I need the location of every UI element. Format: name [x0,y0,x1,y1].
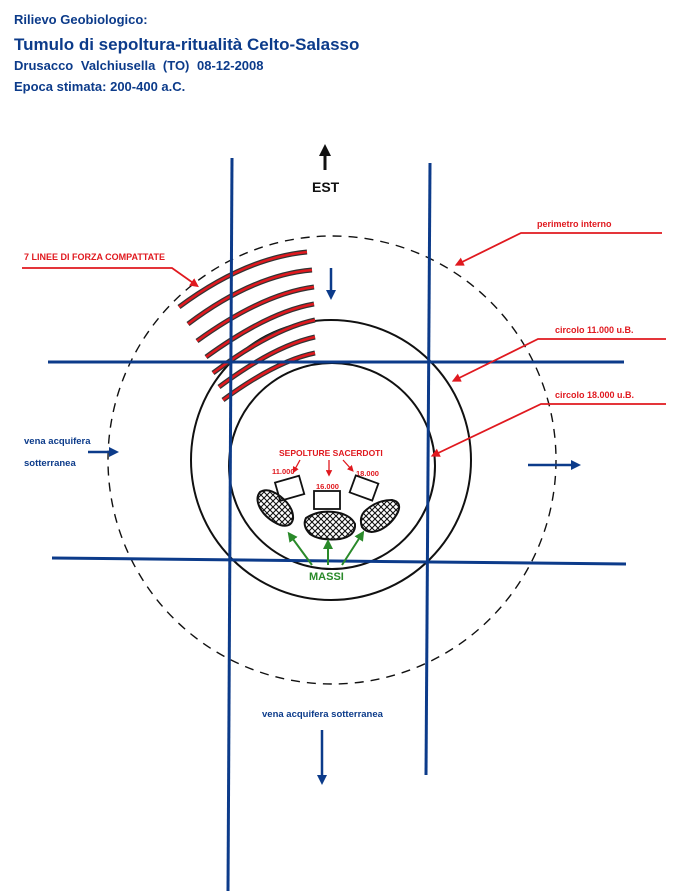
force-lines-leader [22,267,199,288]
perimeter-label: perimetro interno [537,219,612,229]
force-line-3 [195,284,315,344]
water-vein-bottom-label: vena acquifera sotterranea [262,709,384,720]
north-label: EST [312,179,340,195]
circle-18000-label: circolo 18.000 u.B. [555,390,634,400]
boulder-left [256,489,295,527]
burial-value-1: 11.000 [272,467,295,476]
inner-perimeter-circle [107,235,557,685]
perimeter-leader [454,232,662,266]
force-line-4 [204,301,315,360]
water-vein-horizontal-bottom [51,556,627,566]
burials-label: SEPOLTURE SACERDOTI [279,448,383,458]
boulder-arrow-left [287,531,313,566]
diagram-subtitle: Rilievo Geobiologico: [14,12,148,27]
water-vein-left-label-2: sotterranea [24,458,76,469]
water-vein-vertical-right [424,162,432,776]
boulder-right [359,498,401,533]
burial-3 [348,474,380,502]
burial-2 [313,490,341,510]
force-lines-label: 7 LINEE DI FORZA COMPATTATE [24,252,165,262]
boulders-label: MASSI [309,571,344,583]
circle-11000-leader [451,338,666,382]
water-vein-left-label-1: vena acquifera [24,436,91,447]
circle-11000-label: circolo 11.000 u.B. [555,325,634,335]
circle-18000-leader [430,403,666,457]
force-lines [177,249,316,403]
burial-arrow-right [342,459,354,472]
burial-value-3: 18.000 [356,469,379,478]
diagram-epoch: Epoca stimata: 200-400 a.C. [14,79,186,94]
force-line-2 [186,267,313,326]
burial-arrow-left [292,459,301,474]
burial-value-2: 16.000 [316,482,339,491]
burial-1 [273,474,306,503]
boulder-arrow-right [341,530,365,566]
diagram-title: Tumulo di sepoltura-ritualità Celto-Sala… [14,35,360,54]
water-vein-grid [48,157,627,891]
boulder-center [303,510,357,541]
circle-11000 [190,319,472,601]
diagram-location: Drusacco Valchiusella (TO) 08-12-2008 [14,58,264,73]
water-vein-vertical-left [226,157,234,891]
